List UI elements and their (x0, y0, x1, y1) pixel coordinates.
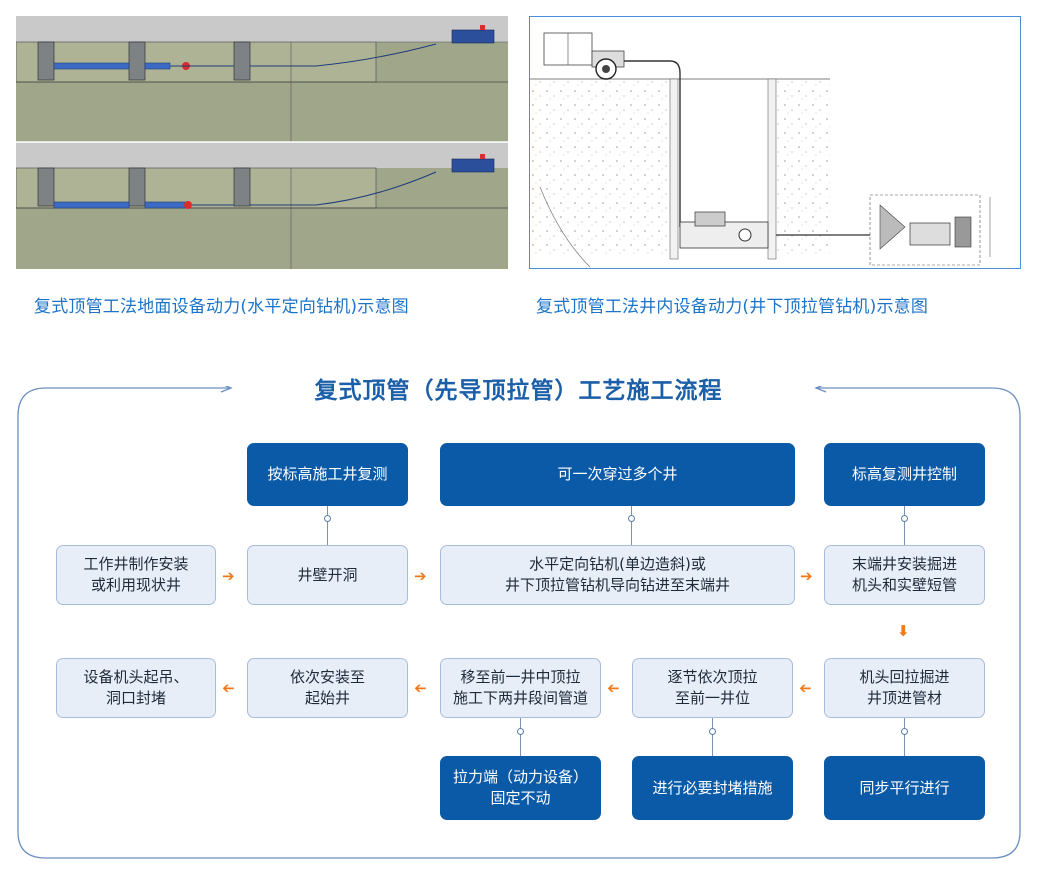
arrow-left: ➔ (414, 679, 427, 697)
step-install-machine-head: 末端井安装掘进 机头和实壁短管 (824, 545, 985, 605)
shaft-equipment-caption: 复式顶管工法井内设备动力(井下顶拉管钻机)示意图 (536, 297, 929, 317)
connector-line (712, 718, 713, 756)
ground-equipment-drawing (16, 16, 508, 269)
arrow-left: ➔ (222, 679, 235, 697)
step-directional-drilling: 水平定向钻机(单边造斜)或 井下顶拉管钻机导向钻进至末端井 (440, 545, 795, 605)
step-multi-shaft-note: 可一次穿过多个井 (440, 443, 795, 506)
connector-line (327, 506, 328, 545)
step-elevation-recheck: 按标高施工井复测 (247, 443, 408, 506)
arrow-right: ➔ (800, 567, 813, 585)
connector-dot (901, 728, 908, 735)
shaft-equipment-illustration (529, 16, 1021, 269)
connector-dot (709, 728, 716, 735)
shaft-equipment-drawing (530, 32, 991, 268)
note-sealing-measures: 进行必要封堵措施 (632, 756, 793, 820)
connector-line (631, 506, 632, 545)
arrow-right: ➔ (414, 567, 427, 585)
step-pullback-excavation: 机头回拉掘进 井顶进管材 (824, 658, 985, 718)
step-shaft-construction: 工作井制作安装 或利用现状井 (56, 545, 216, 605)
note-fixed-pulling-end: 拉力端（动力设备） 固定不动 (440, 756, 601, 820)
flow-title: 复式顶管（先导顶拉管）工艺施工流程 (314, 378, 723, 404)
step-install-to-start-shaft: 依次安装至 起始井 (247, 658, 408, 718)
arrow-left: ➔ (607, 679, 620, 697)
connector-dot (628, 515, 635, 522)
connector-line (904, 506, 905, 545)
connector-line (520, 718, 521, 756)
flow-frame (17, 386, 1021, 859)
step-move-to-previous-shaft: 移至前一井中顶拉 施工下两井段间管道 (440, 658, 601, 718)
ground-equipment-caption: 复式顶管工法地面设备动力(水平定向钻机)示意图 (34, 297, 409, 317)
connector-dot (324, 515, 331, 522)
step-lift-and-seal: 设备机头起吊、 洞口封堵 (56, 658, 216, 718)
step-section-pull: 逐节依次顶拉 至前一井位 (632, 658, 793, 718)
arrow-right: ➔ (222, 567, 235, 585)
arrow-left: ➔ (799, 679, 812, 697)
note-parallel-operation: 同步平行进行 (824, 756, 985, 820)
step-wall-opening: 井壁开洞 (247, 545, 408, 605)
connector-dot (901, 515, 908, 522)
connector-dot (517, 728, 524, 735)
step-elevation-control: 标高复测井控制 (824, 443, 985, 506)
arrow-down: ⬇ (897, 622, 910, 640)
ground-equipment-illustration (16, 16, 508, 269)
connector-line (904, 718, 905, 756)
